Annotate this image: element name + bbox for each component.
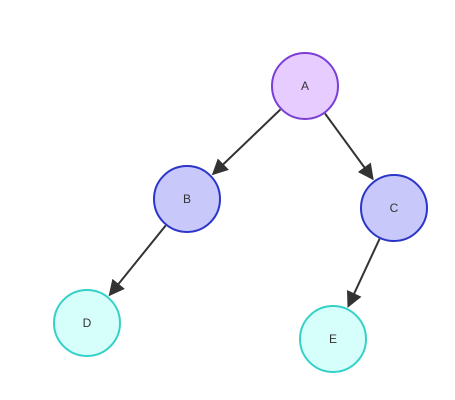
node-e-circle <box>299 305 367 373</box>
node-b: B <box>153 165 221 233</box>
edge-a-b <box>211 108 282 176</box>
node-a: A <box>271 52 339 120</box>
node-b-circle <box>153 165 221 233</box>
node-c-label: C <box>390 201 399 215</box>
node-c-circle <box>360 174 428 242</box>
node-a-label: A <box>301 79 309 93</box>
edge-c-e <box>347 238 381 308</box>
edge-b-d <box>108 224 167 297</box>
node-a-circle <box>271 52 339 120</box>
node-e: E <box>299 305 367 373</box>
node-e-label: E <box>329 332 337 346</box>
node-b-label: B <box>183 192 191 206</box>
edge-a-c <box>324 112 374 181</box>
node-d: D <box>53 289 121 357</box>
node-d-label: D <box>83 316 92 330</box>
node-d-circle <box>53 289 121 357</box>
node-c: C <box>360 174 428 242</box>
edges-layer <box>108 108 381 308</box>
